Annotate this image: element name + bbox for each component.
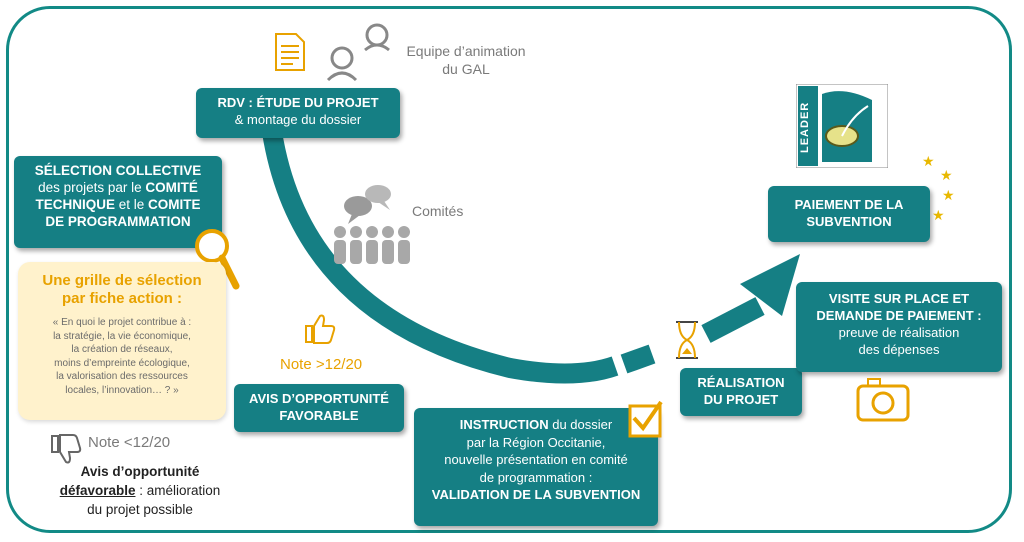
instruction-box: INSTRUCTION du dossier par la Région Occ…	[414, 408, 658, 526]
visite-box: VISITE SUR PLACE et DEMANDE DE PAIEMENT …	[796, 282, 1002, 372]
committees-label: Comités	[412, 203, 464, 219]
realisation-box: RÉALISATION DU PROJET	[680, 368, 802, 416]
avis-favorable-box: AVIS D’OPPORTUNITÉ FAVORABLE	[234, 384, 404, 432]
rounded-frame	[6, 6, 1012, 533]
svg-text:★: ★	[932, 207, 945, 223]
svg-text:★: ★	[942, 187, 955, 203]
note-low: Note <12/20	[88, 434, 171, 451]
svg-text:★: ★	[940, 167, 953, 183]
step-selection: SÉLECTION COLLECTIVE des projets par le …	[14, 156, 222, 248]
animation-team-label: Equipe d’animation du GAL	[406, 43, 526, 77]
step-rdv: RDV : ÉTUDE DU PROJET & montage du dossi…	[196, 88, 400, 138]
leader-logo: LEADER	[795, 83, 889, 169]
paiement-box: PAIEMENT DE LA SUBVENTION	[768, 186, 930, 242]
note-high: Note >12/20	[280, 356, 363, 373]
svg-text:★: ★	[922, 153, 935, 169]
selection-grid-box: Une grille de sélection par fiche action…	[18, 262, 226, 420]
avis-defavorable-text: Avis d’opportunité défavorable : amélior…	[59, 464, 221, 517]
